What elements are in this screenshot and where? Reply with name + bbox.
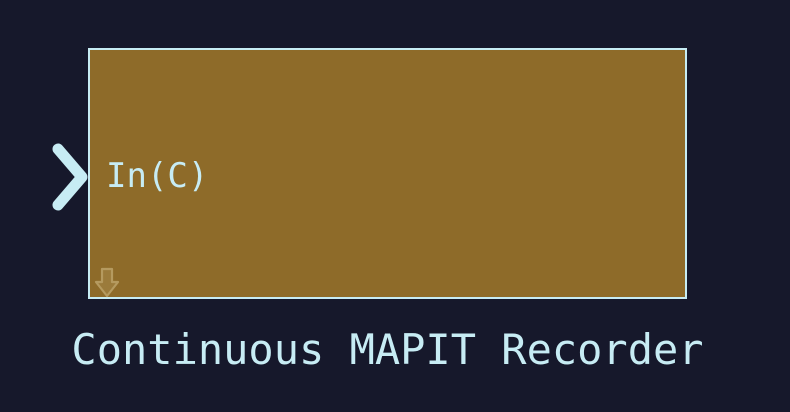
block-name-label: Continuous MAPIT Recorder	[71, 325, 704, 374]
input-port-label: In(C)	[106, 156, 209, 196]
arrow-down-icon[interactable]	[93, 266, 121, 300]
subsystem-block[interactable]	[88, 48, 687, 299]
input-port-chevron-icon[interactable]	[48, 141, 92, 213]
